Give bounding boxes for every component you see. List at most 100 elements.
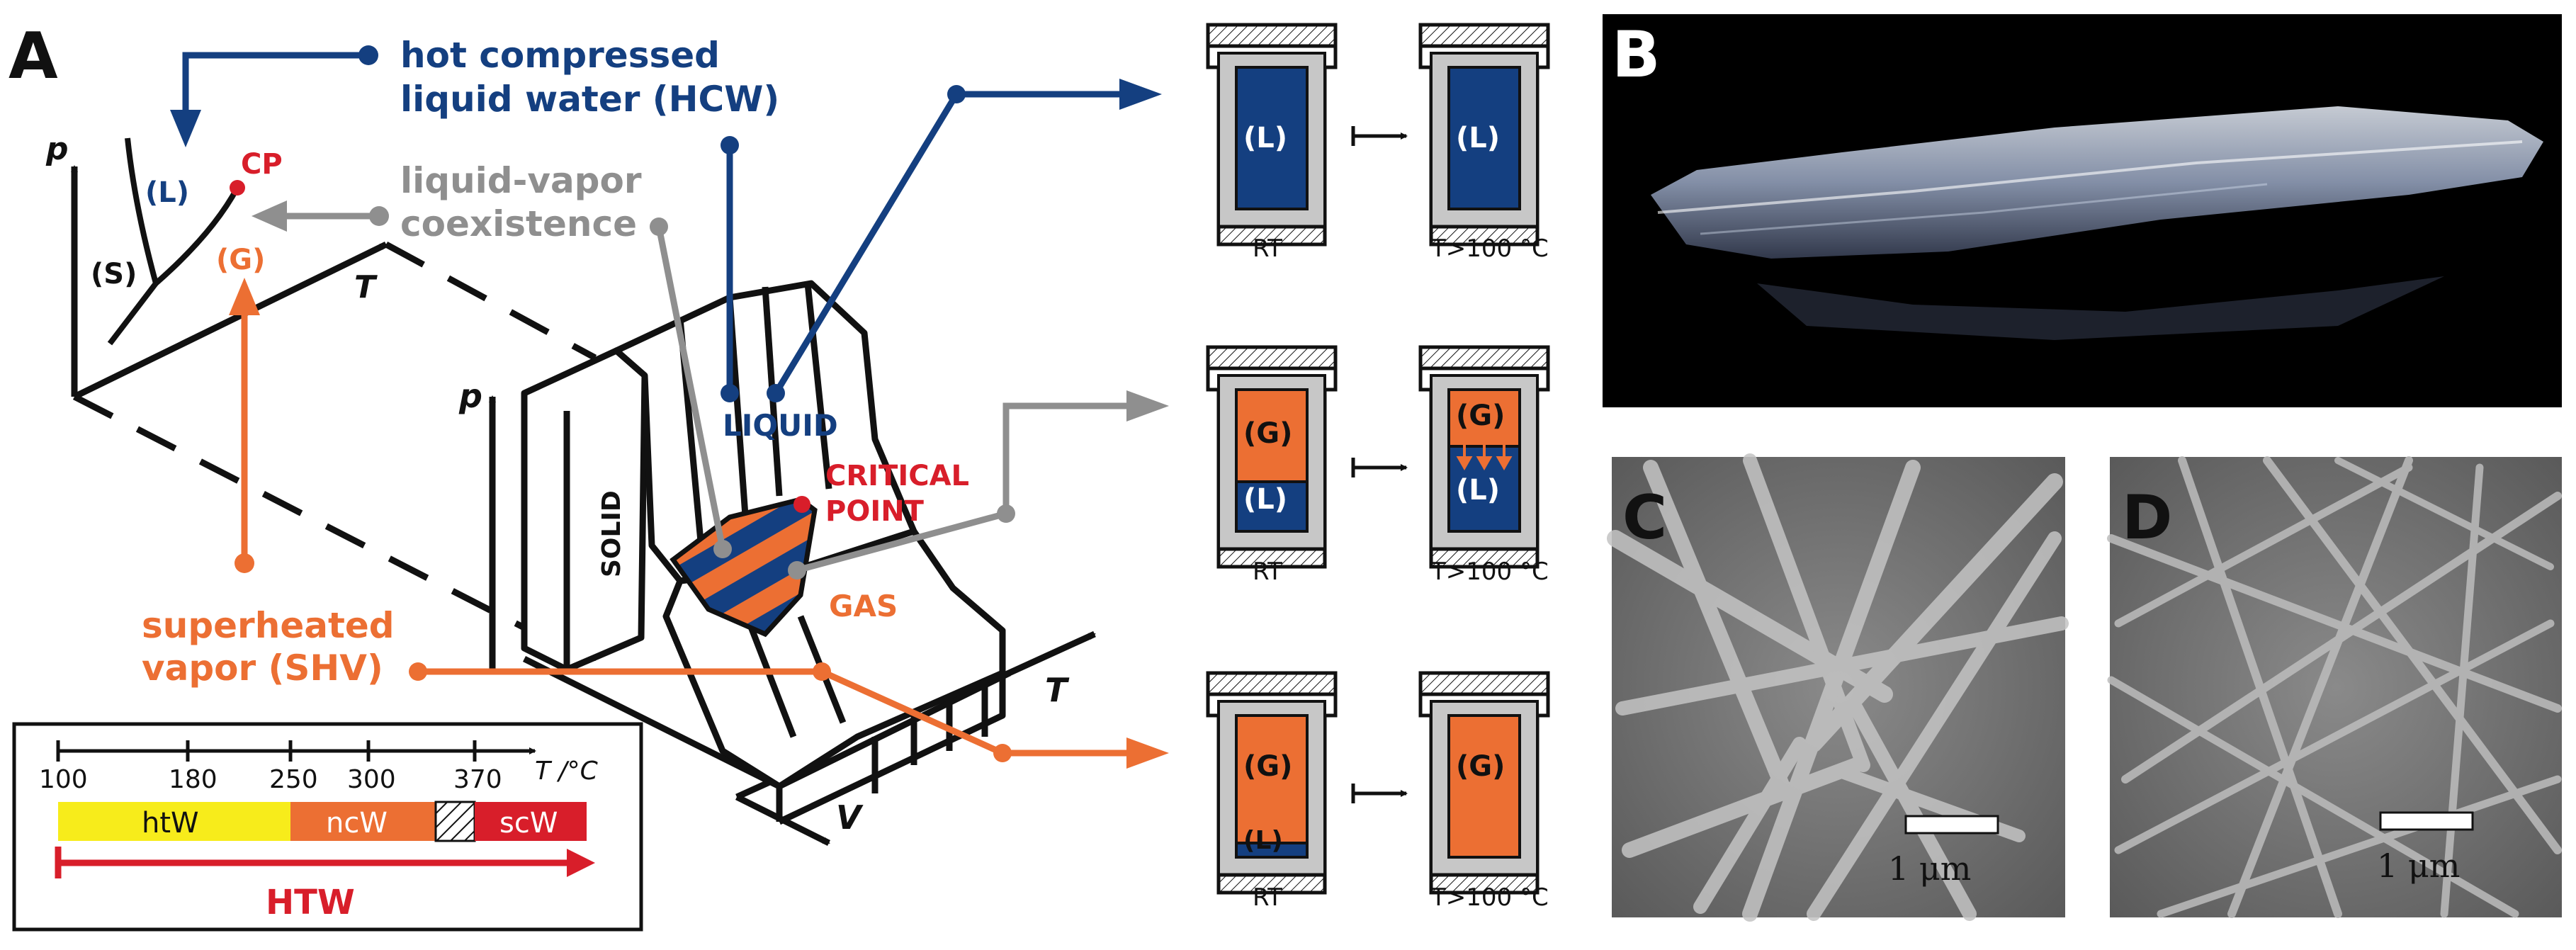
lv-leader	[252, 200, 379, 232]
pt-phase-diagram	[71, 137, 601, 669]
vessel-2-hot-l: (L)	[1456, 474, 1500, 507]
sem-image-c	[1607, 453, 2069, 922]
vessel-2-rt-g: (G)	[1243, 417, 1292, 450]
vessel-row-2-hot	[1418, 345, 1550, 569]
shv-leader	[229, 278, 260, 563]
shv-label-line2: vapor (SHV)	[142, 648, 383, 689]
hcw-surface-dot	[721, 136, 739, 154]
pt-label-p: p	[45, 131, 69, 167]
vessel-2-hot-label: T>100 °C	[1430, 558, 1549, 586]
liquid-gas-curve	[154, 186, 240, 286]
pt-label-t: T	[354, 269, 378, 305]
vessel-3-hot-g: (G)	[1456, 750, 1505, 783]
segment-ncw	[290, 802, 436, 841]
vessel-row-3-arrow	[1351, 784, 1408, 803]
scale-tick-250: 250	[269, 765, 318, 794]
sem-image-d	[2107, 456, 2562, 918]
surface-label-liquid: LIQUID	[723, 408, 838, 443]
segment-scw	[475, 802, 587, 841]
shv-dot	[235, 553, 254, 573]
orange-to-vessel-leader	[418, 668, 1169, 769]
crystal-body	[1651, 106, 2543, 259]
hcw-surface-dot-2	[721, 384, 739, 402]
segment-label-htw: htW	[142, 807, 199, 839]
lv-label-line1: liquid-vapor	[400, 160, 642, 201]
surface-label-critical-1: CRITICAL	[825, 460, 969, 492]
scale-label-d: 1 μm	[2377, 847, 2460, 885]
blue-leader-dot-1	[767, 384, 785, 402]
segment-hatched	[434, 801, 476, 842]
vessel-3-hot-label: T>100 °C	[1430, 883, 1549, 912]
crystal-photo	[1603, 14, 2562, 407]
scale-bar-d	[2379, 811, 2474, 831]
dashed-projection-bottom	[72, 393, 601, 669]
gray-leader-dot-1	[650, 217, 668, 236]
vessel-1-rt-l: (L)	[1243, 122, 1287, 154]
crystal-reflection	[1757, 276, 2444, 340]
lv-dot	[369, 206, 389, 226]
gray-leader-dot-2	[713, 540, 732, 558]
panel-letter-c: C	[1622, 482, 1667, 553]
solid-gas-curve	[107, 281, 159, 346]
gray-leader-dot-3	[788, 561, 806, 579]
orange-leader-dot-2	[813, 662, 831, 681]
solid-liquid-curve	[125, 137, 159, 285]
segment-label-scw: scW	[499, 807, 558, 839]
surface-label-gas: GAS	[829, 589, 898, 623]
pt-label-liquid: (L)	[145, 176, 189, 209]
vessel-1-rt-label: RT	[1253, 234, 1282, 263]
scale-tick-370: 370	[453, 765, 502, 794]
vessel-2-hot-g: (G)	[1456, 400, 1505, 432]
vessel-3-rt-g: (G)	[1243, 750, 1292, 783]
panel-letter-b: B	[1612, 18, 1661, 92]
vessel-row-1-hot	[1418, 23, 1550, 247]
blue-leader-dot-2	[947, 85, 966, 103]
hcw-label-line2: liquid water (HCW)	[400, 79, 779, 120]
gray-to-vessel-leader	[655, 226, 1169, 574]
lv-label-line2: coexistence	[400, 203, 637, 244]
scale-label-c: 1 μm	[1888, 849, 1971, 888]
surface-critical-point	[793, 496, 810, 513]
hcw-dot	[358, 45, 378, 65]
segment-htw	[58, 802, 290, 841]
pt-axis-t	[73, 241, 388, 400]
surface-label-p: p	[458, 377, 482, 415]
orange-leader-dot-3	[993, 744, 1012, 762]
vessel-1-hot-l: (L)	[1456, 122, 1500, 154]
vessel-1-hot-label: T>100 °C	[1430, 234, 1549, 263]
pvt-surface	[489, 280, 1096, 847]
scale-tick-100: 100	[39, 765, 88, 794]
pt-label-gas: (G)	[216, 244, 265, 276]
scale-unit-label: T /°C	[535, 757, 599, 786]
vessel-row-1-rt	[1206, 23, 1338, 247]
vessel-3-rt-label: RT	[1253, 883, 1282, 912]
dashed-projection-top	[384, 242, 597, 361]
panel-letter-d: D	[2122, 482, 2172, 553]
scale-tick-180: 180	[169, 765, 218, 794]
surface-label-t: T	[1045, 671, 1070, 709]
segment-label-ncw: ncW	[326, 807, 388, 839]
pt-label-cp: CP	[241, 148, 283, 181]
hcw-leader	[170, 52, 368, 147]
scale-bar-c	[1904, 815, 1999, 835]
vessel-row-3-rt	[1206, 671, 1338, 895]
scale-tick-300: 300	[347, 765, 396, 794]
vessel-row-1-arrow	[1351, 126, 1408, 146]
vessel-2-rt-label: RT	[1253, 558, 1282, 586]
vessel-2-rt-l: (L)	[1243, 483, 1287, 516]
vessel-3-rt-l: (L)	[1243, 826, 1283, 855]
hcw-label-line1: hot compressed	[400, 35, 720, 76]
panel-letter-a: A	[9, 19, 58, 94]
orange-leader-dot-1	[409, 662, 427, 681]
surface-label-critical-2: POINT	[825, 495, 925, 528]
vessel-row-2-rt	[1206, 345, 1338, 569]
surface-label-solid: SOLID	[597, 490, 626, 577]
shv-label-line1: superheated	[142, 605, 395, 646]
surface-label-v: V	[836, 798, 864, 837]
gray-leader-dot-4	[997, 504, 1015, 523]
critical-point-dot	[230, 180, 245, 196]
pt-label-solid: (S)	[91, 258, 137, 290]
vessel-row-2-arrow	[1351, 458, 1408, 477]
temperature-scale-box	[12, 722, 643, 932]
